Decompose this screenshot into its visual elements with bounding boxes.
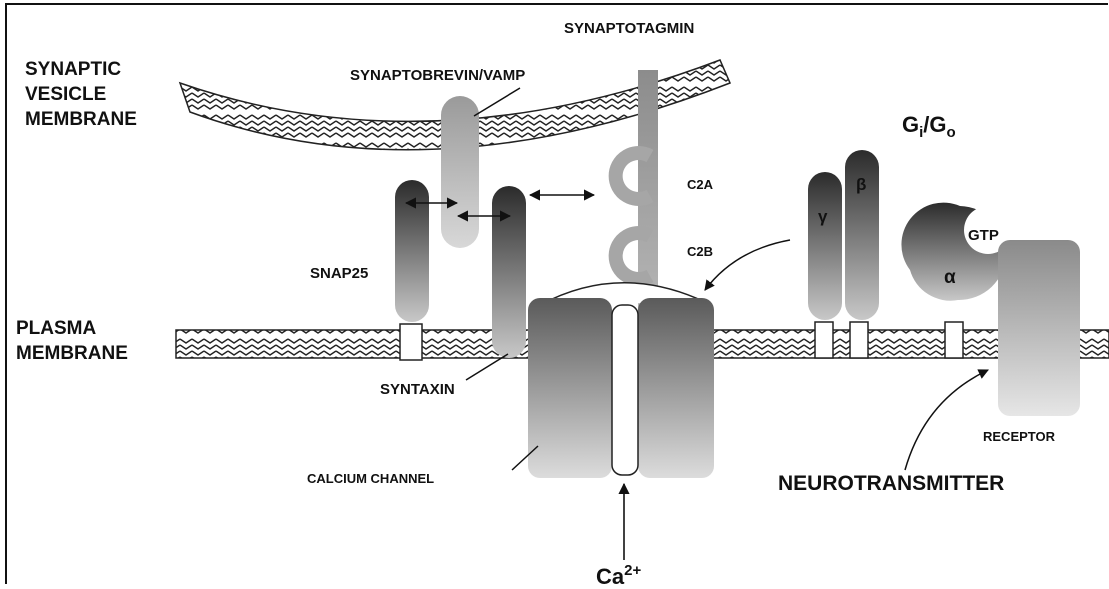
label-neurotransmitter: NEUROTRANSMITTER (778, 472, 1004, 495)
synaptobrevin-protein (441, 96, 479, 248)
label-membrane-vesicle: MEMBRANE (25, 109, 137, 130)
label-synaptic: SYNAPTIC (25, 59, 121, 80)
g-alpha-anchor (945, 322, 963, 358)
label-gamma: γ (818, 207, 828, 226)
label-calcium-channel: CALCIUM CHANNEL (307, 471, 434, 486)
label-c2b: C2B (687, 244, 713, 259)
snap25-protein (395, 180, 429, 322)
label-receptor: RECEPTOR (983, 429, 1056, 444)
syntaxin-protein (492, 186, 526, 358)
pointer-synaptobrevin (474, 88, 520, 116)
calcium-channel-right (638, 298, 714, 478)
g-gamma-subunit (808, 172, 842, 320)
label-c2a: C2A (687, 177, 714, 192)
g-gamma-anchor (815, 322, 833, 358)
label-synaptobrevin: SYNAPTOBREVIN/VAMP (350, 67, 525, 84)
label-membrane-plasma: MEMBRANE (16, 343, 128, 364)
label-gtp: GTP (968, 227, 999, 244)
calcium-channel-left (528, 298, 612, 478)
calcium-pore (612, 305, 638, 475)
label-vesicle: VESICLE (25, 84, 106, 105)
snap25-anchor (400, 324, 422, 360)
label-alpha: α (944, 267, 956, 288)
label-snap25: SNAP25 (310, 265, 368, 282)
label-beta: β (856, 175, 866, 194)
label-calcium-ion: Ca2+ (596, 562, 641, 589)
receptor-protein (998, 240, 1080, 416)
g-beta-anchor (850, 322, 868, 358)
arrow-neurotransmitter-receptor (905, 370, 988, 470)
arrow-gbg-to-channel (705, 240, 790, 290)
label-g-protein: Gi/Go (902, 112, 956, 141)
label-plasma: PLASMA (16, 318, 97, 339)
label-syntaxin: SYNTAXIN (380, 381, 455, 398)
label-synaptotagmin: SYNAPTOTAGMIN (564, 20, 694, 37)
